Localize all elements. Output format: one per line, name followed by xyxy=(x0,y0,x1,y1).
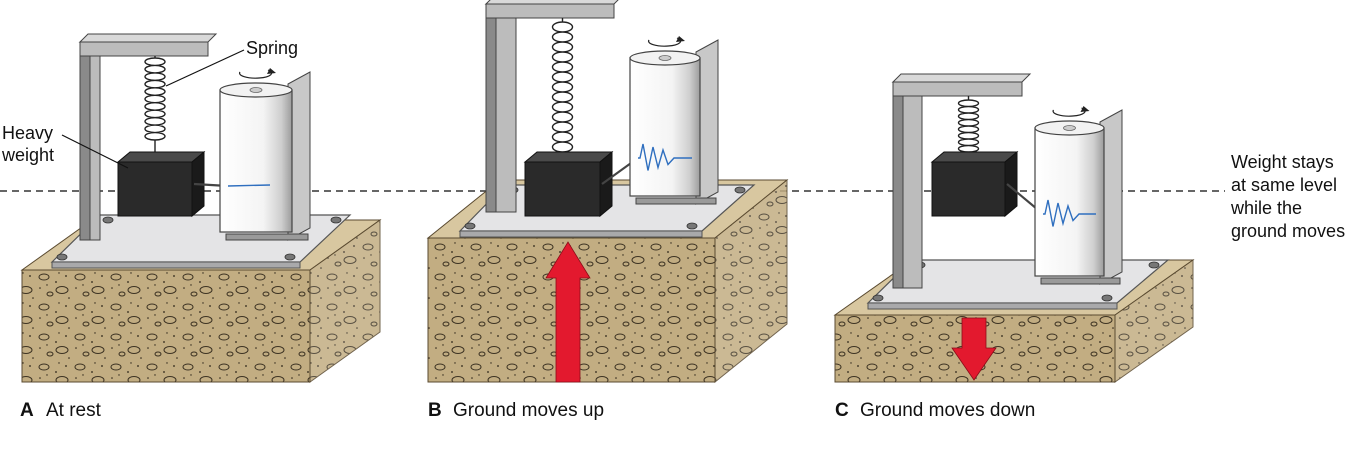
panel-c-letter: C xyxy=(835,400,849,421)
weight-top xyxy=(116,151,206,163)
drum-axle xyxy=(658,55,672,61)
plate-bolt xyxy=(56,253,68,261)
side-note-line-2: at same level xyxy=(1231,175,1337,195)
frame-arm-top xyxy=(891,73,1032,83)
rotation-arrow xyxy=(1052,107,1086,117)
drum-axle xyxy=(249,87,263,93)
spring xyxy=(551,18,574,153)
frame-arm xyxy=(485,3,615,19)
plate-bolt xyxy=(102,216,114,224)
weight-side xyxy=(599,150,613,218)
side-note: Weight stays at same level while the gro… xyxy=(1230,152,1345,241)
soil-side-face xyxy=(1114,259,1194,383)
heavy-weight-line-1: Heavy xyxy=(2,123,53,143)
rotation-arrow xyxy=(647,37,682,47)
recording-drum xyxy=(219,89,293,233)
frame-arm-top xyxy=(484,0,619,5)
seismic-trace xyxy=(638,143,692,171)
weight-top xyxy=(523,151,614,163)
spring-label: Spring xyxy=(246,38,298,58)
panel-a-letter: A xyxy=(20,400,34,421)
weight-side xyxy=(1004,150,1018,218)
frame-post-edge xyxy=(892,81,904,289)
frame-arm xyxy=(79,41,209,57)
plate-bolt xyxy=(1101,294,1113,302)
frame-post xyxy=(89,49,101,241)
frame-arm xyxy=(892,81,1023,97)
heavy-weight xyxy=(117,161,193,217)
heavy-weight xyxy=(931,161,1006,217)
panel-b-letter: B xyxy=(428,400,442,421)
rotation-arrow-head xyxy=(267,68,276,74)
plate-bolt xyxy=(284,253,296,261)
rotation-arrow xyxy=(238,69,273,79)
drum-axle xyxy=(1063,125,1076,131)
plate-bolt xyxy=(464,222,476,230)
spring xyxy=(144,56,166,152)
frame-arm-top xyxy=(78,33,218,43)
plate-bolt xyxy=(330,216,342,224)
frame-post xyxy=(495,11,517,213)
panel-c-caption: Ground moves down xyxy=(860,400,1035,421)
ground-down-arrow xyxy=(951,317,997,381)
side-note-line-3: while the xyxy=(1230,198,1302,218)
spring-pointer xyxy=(165,49,245,87)
drum-base xyxy=(225,233,309,241)
weight-top xyxy=(930,151,1019,163)
panel-b xyxy=(426,0,789,384)
base-plate-edge xyxy=(459,230,703,238)
panel-b-caption: Ground moves up xyxy=(453,400,604,421)
panel-a xyxy=(20,33,382,383)
plate-bolt xyxy=(734,186,746,194)
ground-up-arrow xyxy=(545,241,591,383)
heavy-weight-line-2: weight xyxy=(1,145,54,165)
seismic-trace xyxy=(1043,199,1096,227)
side-note-line-4: ground moves xyxy=(1231,221,1345,241)
soil-side-face xyxy=(309,219,381,383)
soil-side-face xyxy=(714,178,788,384)
side-note-line-1: Weight stays xyxy=(1231,152,1334,172)
frame-post-edge xyxy=(79,41,91,241)
base-plate-edge xyxy=(867,302,1118,310)
frame-post-edge xyxy=(485,3,497,213)
panel-c xyxy=(833,73,1195,383)
frame-post xyxy=(902,89,923,289)
drum-base xyxy=(1040,277,1121,285)
heavy-weight xyxy=(524,161,601,217)
rotation-arrow-head xyxy=(1080,106,1090,112)
spring xyxy=(957,96,980,153)
soil-front-face xyxy=(21,269,311,383)
seismic-trace xyxy=(227,184,271,187)
heavy-weight-pointer xyxy=(61,134,129,169)
rotation-arrow-head xyxy=(676,36,685,42)
plate-bolt xyxy=(872,294,884,302)
heavy-weight-label: Heavy weight xyxy=(1,123,58,165)
drum-base xyxy=(635,197,717,205)
panel-a-caption: At rest xyxy=(46,400,102,421)
plate-bolt xyxy=(1148,261,1160,269)
recording-drum xyxy=(1034,127,1105,277)
plate-bolt xyxy=(686,222,698,230)
recording-drum xyxy=(629,57,701,197)
base-plate-edge xyxy=(51,261,301,269)
